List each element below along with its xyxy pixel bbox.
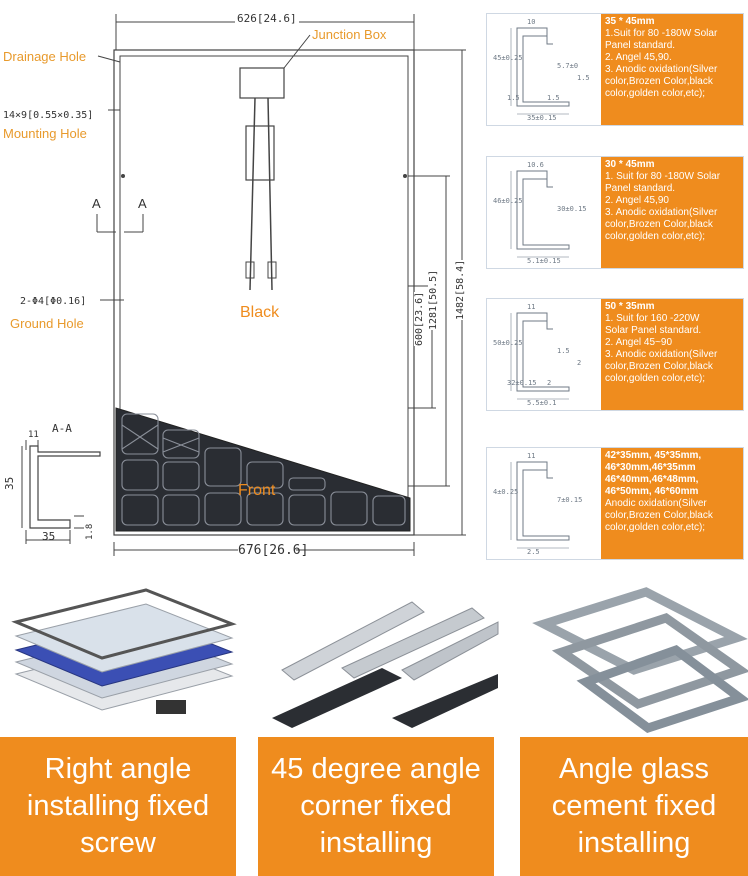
profile-dimension: 35±0.15 xyxy=(527,114,557,122)
spec-card: 11 4±0.25 2.5 7±0.15 42*35mm, 45*35mm,46*30m… xyxy=(486,447,744,560)
installation-method-banner: Right angle installing fixed screw xyxy=(0,737,236,876)
bottom-dimension: 676[26.6] xyxy=(238,543,309,558)
banner-line: installing xyxy=(319,827,433,859)
section-dim-35-vertical: 35 xyxy=(3,476,16,490)
profile-dimension: 46±0.25 xyxy=(493,197,523,205)
spec-line: 1. Suit for 160 -220W xyxy=(605,313,700,324)
profile-dimension: 7±0.15 xyxy=(557,496,583,504)
spec-line: Panel standard. xyxy=(605,183,676,194)
ground-hole-label: Ground Hole xyxy=(10,316,84,331)
banner-line: cement fixed xyxy=(551,790,717,822)
panel-drawing: 626[24.6] Junction Box Drainage Hole 14×… xyxy=(0,0,480,570)
profile-dimension: 45±0.25 xyxy=(493,54,523,62)
profile-dimension: 50±0.25 xyxy=(493,339,523,347)
angle-frames-photo xyxy=(526,578,748,736)
section-a-right-marker: A xyxy=(138,196,147,211)
spec-line: color,golden color,etc); xyxy=(605,373,706,384)
spec-heading: 50 * 35mm xyxy=(605,301,655,312)
profile-dimension: 4±0.25 xyxy=(493,488,519,496)
spec-line: 3. Anodic oxidation(Silver xyxy=(605,349,718,360)
banner-line: installing xyxy=(577,827,691,859)
back-side-label: Black xyxy=(240,304,280,321)
profile-dimension: 10 xyxy=(527,18,536,26)
profile-dimension: 5.7±0 xyxy=(557,62,579,70)
banner-line: Right angle xyxy=(44,753,192,785)
banner-line: Angle glass xyxy=(559,753,709,785)
banner-line: installing fixed xyxy=(26,790,210,822)
dimension-600: 600[23.6] xyxy=(414,291,425,346)
profile-dimension: 1.5 xyxy=(557,347,570,355)
profile-dimension: 5.5±0.1 xyxy=(527,399,557,407)
spec-heading: 30 * 45mm xyxy=(605,159,655,170)
banner-line: corner fixed xyxy=(300,790,452,822)
spec-line: 46*40mm,46*48mm, xyxy=(605,474,699,485)
profile-dimension: 1.5 xyxy=(547,94,560,102)
dimension-1482: 1482[58.4] xyxy=(455,259,466,320)
solar-panel-layers-photo xyxy=(0,578,240,736)
mounting-hole-label: Mounting Hole xyxy=(3,126,87,141)
profile-section-drawing: 11 50±0.25 5.5±0.1 1.5 2 2 32±0.15 xyxy=(487,299,601,410)
profile-section-drawing: 10.6 46±0.25 5.1±0.15 30±0.15 xyxy=(487,157,601,268)
spec-line: 3. Anodic oxidation(Silver xyxy=(605,64,718,75)
installation-method-banner: Angle glass cement fixed installing xyxy=(520,737,748,876)
spec-line: color,Brozen Color,black xyxy=(605,510,713,521)
spec-line: color,Brozen Color,black xyxy=(605,76,713,87)
profile-dimension: 11 xyxy=(527,452,536,460)
section-a-left-marker: A xyxy=(92,196,101,211)
panel-drawing-svg xyxy=(21,14,466,556)
spec-line: 3. Anodic oxidation(Silver xyxy=(605,207,718,218)
banner-line: screw xyxy=(80,827,156,859)
drainage-hole-label: Drainage Hole xyxy=(3,49,87,64)
spec-line: color,Brozen Color,black xyxy=(605,219,713,230)
spec-line: Solar Panel standard. xyxy=(605,325,702,336)
spec-line: color,golden color,etc); xyxy=(605,88,706,99)
dimension-1281: 1281[50.5] xyxy=(428,269,439,330)
section-dim-1-8: 1.8 xyxy=(85,523,95,540)
profile-section-drawing: 10 45±0.25 35±0.15 5.7±0 1.5 1.5 1.5 xyxy=(487,14,601,125)
spec-line: 46*30mm,46*35mm xyxy=(605,462,696,473)
spec-line: color,golden color,etc); xyxy=(605,522,706,533)
profile-dimension: 30±0.15 xyxy=(557,205,587,213)
spec-heading: 42*35mm, 45*35mm, xyxy=(605,450,702,461)
spec-line: 1.Suit for 80 -180W Solar xyxy=(605,28,718,39)
spec-line: 1. Suit for 80 -180W Solar xyxy=(605,171,721,182)
profile-dimension: 2 xyxy=(547,379,552,387)
section-title: A-A xyxy=(52,422,72,435)
profile-dimension: 32±0.15 xyxy=(507,379,537,387)
top-dimension: 626[24.6] xyxy=(235,12,299,25)
profile-dimension: 5.1±0.15 xyxy=(527,257,561,265)
spec-line: 2. Angel 45,90. xyxy=(605,52,672,63)
profile-dimension: 10.6 xyxy=(527,161,544,169)
aluminum-profiles-photo xyxy=(262,578,502,736)
spec-line: 2. Angel 45~90 xyxy=(605,337,673,348)
junction-box-label: Junction Box xyxy=(312,27,387,42)
section-dim-35-bottom: 35 xyxy=(42,530,56,543)
profile-dimension: 1.5 xyxy=(507,94,520,102)
spec-line: Anodic oxidation(Silver xyxy=(605,498,707,509)
spec-line: 46*50mm, 46*60mm xyxy=(605,486,699,497)
installation-method-banner: 45 degree angle corner fixed installing xyxy=(258,737,494,876)
profile-dimension: 11 xyxy=(527,303,536,311)
spec-line: 2. Angel 45,90 xyxy=(605,195,669,206)
spec-line: color,golden color,etc); xyxy=(605,231,706,242)
profile-dimension: 1.5 xyxy=(577,74,590,82)
profile-section-drawing: 11 4±0.25 2.5 7±0.15 xyxy=(487,448,601,559)
mounting-hole-spec: 14×9[0.55×0.35] xyxy=(3,110,94,121)
profile-dimension: 2.5 xyxy=(527,548,540,556)
banner-line: 45 degree angle xyxy=(271,753,481,785)
profile-dimension: 2 xyxy=(577,359,582,367)
spec-line: color,Brozen Color,black xyxy=(605,361,713,372)
spec-heading: 35 * 45mm xyxy=(605,16,655,27)
ground-hole-spec: 2-Φ4[Φ0.16] xyxy=(20,296,87,307)
spec-line: Panel standard. xyxy=(605,40,676,51)
section-dim-11: 11 xyxy=(28,430,39,440)
front-side-label: Front xyxy=(238,482,276,499)
